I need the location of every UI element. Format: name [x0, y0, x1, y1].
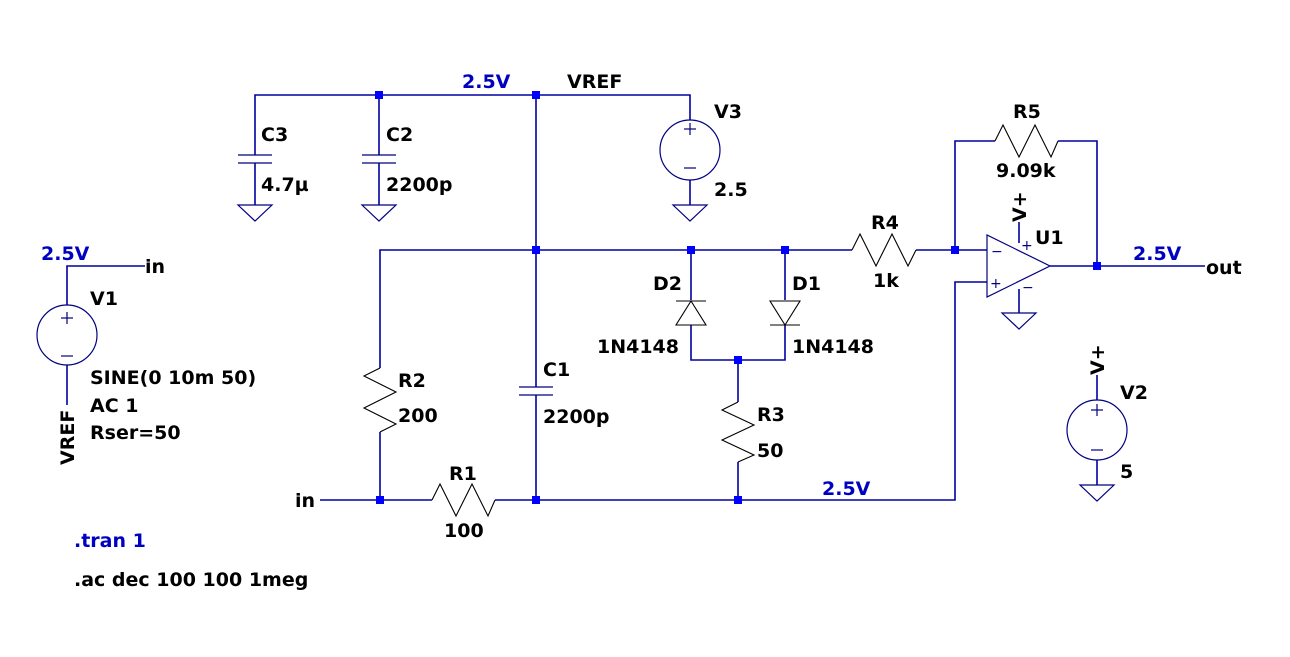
r5-value: 9.09k [996, 160, 1056, 182]
v3-name: V3 [714, 101, 742, 123]
net-flag-v2-vplus: V+ [1087, 344, 1109, 375]
directive-ac[interactable]: .ac dec 100 100 1meg [74, 569, 308, 591]
resistor-r1[interactable] [431, 482, 496, 518]
c2-value: 2200p [386, 174, 452, 196]
opamp-vplus-mark: + [1021, 238, 1033, 254]
c3-name: C3 [261, 124, 288, 146]
wire-diode-join[interactable] [690, 325, 786, 361]
r4-value: 1k [873, 270, 899, 292]
r1-name: R1 [449, 463, 477, 485]
v3-value: 2.5 [714, 179, 748, 201]
r2-value: 200 [398, 405, 438, 427]
d1-value: 1N4148 [792, 336, 874, 358]
net-flag-u1-vplus: V+ [1009, 191, 1031, 222]
d1-name: D1 [792, 273, 821, 295]
resistor-r2[interactable] [362, 367, 398, 433]
junctions [375, 91, 1101, 504]
resistor-r4[interactable] [851, 232, 917, 268]
junction-dot [734, 356, 742, 364]
wire-r5-right[interactable] [1058, 140, 1098, 266]
opamp-noninverting-mark: + [990, 276, 1002, 292]
voltage-source-v3[interactable] [659, 119, 721, 181]
ground-icon [1000, 312, 1038, 330]
d2-name: D2 [653, 273, 682, 295]
junction-dot [734, 496, 742, 504]
v1-value-line-2: AC 1 [90, 395, 138, 417]
ground-symbols [236, 204, 1116, 502]
junction-dot [781, 246, 789, 254]
net-label-v1-node: 2.5V [41, 243, 90, 265]
v1-name: V1 [90, 288, 118, 310]
c2-name: C2 [386, 124, 413, 146]
c1-value: 2200p [543, 406, 609, 428]
net-label-top-rail: 2.5V [462, 71, 511, 93]
net-flag-out: out [1206, 257, 1242, 279]
net-flag-vref-v1: VREF [57, 410, 79, 465]
capacitor-c2[interactable] [362, 154, 396, 164]
r3-value: 50 [757, 440, 783, 462]
diode-d1[interactable] [769, 300, 801, 327]
net-flag-in: in [295, 490, 315, 512]
ground-icon [671, 204, 709, 222]
r3-name: R3 [757, 404, 785, 426]
opamp-u1[interactable]: − + + − [986, 234, 1052, 298]
diode-d2[interactable] [675, 299, 707, 326]
directive-tran[interactable]: .tran 1 [74, 530, 146, 552]
opamp-inverting-mark: − [991, 244, 1003, 260]
wires [66, 94, 1205, 501]
wire-top-rail[interactable] [254, 94, 691, 155]
junction-dot [376, 496, 384, 504]
d2-value: 1N4148 [597, 336, 679, 358]
ground-icon [1078, 484, 1116, 502]
junction-dot [375, 91, 383, 99]
capacitor-c1[interactable] [519, 386, 553, 396]
wire-r5-left[interactable] [954, 140, 995, 250]
junction-dot [1093, 262, 1101, 270]
c3-value: 4.7µ [261, 174, 309, 196]
wire-bottom-rail[interactable] [495, 281, 987, 501]
junction-dot [951, 246, 959, 254]
junction-dot [687, 246, 695, 254]
v2-name: V2 [1120, 382, 1148, 404]
net-label-bottom-node: 2.5V [822, 478, 871, 500]
voltage-source-v1[interactable] [36, 304, 98, 366]
net-label-out-node: 2.5V [1133, 243, 1182, 265]
ground-icon [360, 204, 398, 222]
v2-value: 5 [1120, 461, 1133, 483]
c1-name: C1 [543, 359, 570, 381]
v1-value-line-3: Rser=50 [90, 422, 181, 444]
capacitor-c3[interactable] [238, 154, 272, 164]
r2-name: R2 [398, 370, 426, 392]
v1-value-line-1: SINE(0 10m 50) [90, 367, 256, 389]
resistor-r5[interactable] [994, 123, 1059, 159]
r1-value: 100 [444, 520, 484, 542]
r4-name: R4 [871, 212, 899, 234]
wire-v1-in[interactable] [66, 265, 145, 305]
junction-dot [532, 246, 540, 254]
voltage-source-v2[interactable] [1066, 399, 1128, 461]
ground-icon [236, 204, 274, 222]
junction-dot [532, 496, 540, 504]
net-flag-in-v1: in [145, 256, 165, 278]
resistor-r3[interactable] [720, 401, 756, 463]
u1-name: U1 [1035, 227, 1064, 249]
r5-name: R5 [1013, 101, 1041, 123]
net-flag-vref: VREF [567, 71, 622, 93]
junction-dot [532, 91, 540, 99]
opamp-vminus-mark: − [1022, 280, 1034, 296]
